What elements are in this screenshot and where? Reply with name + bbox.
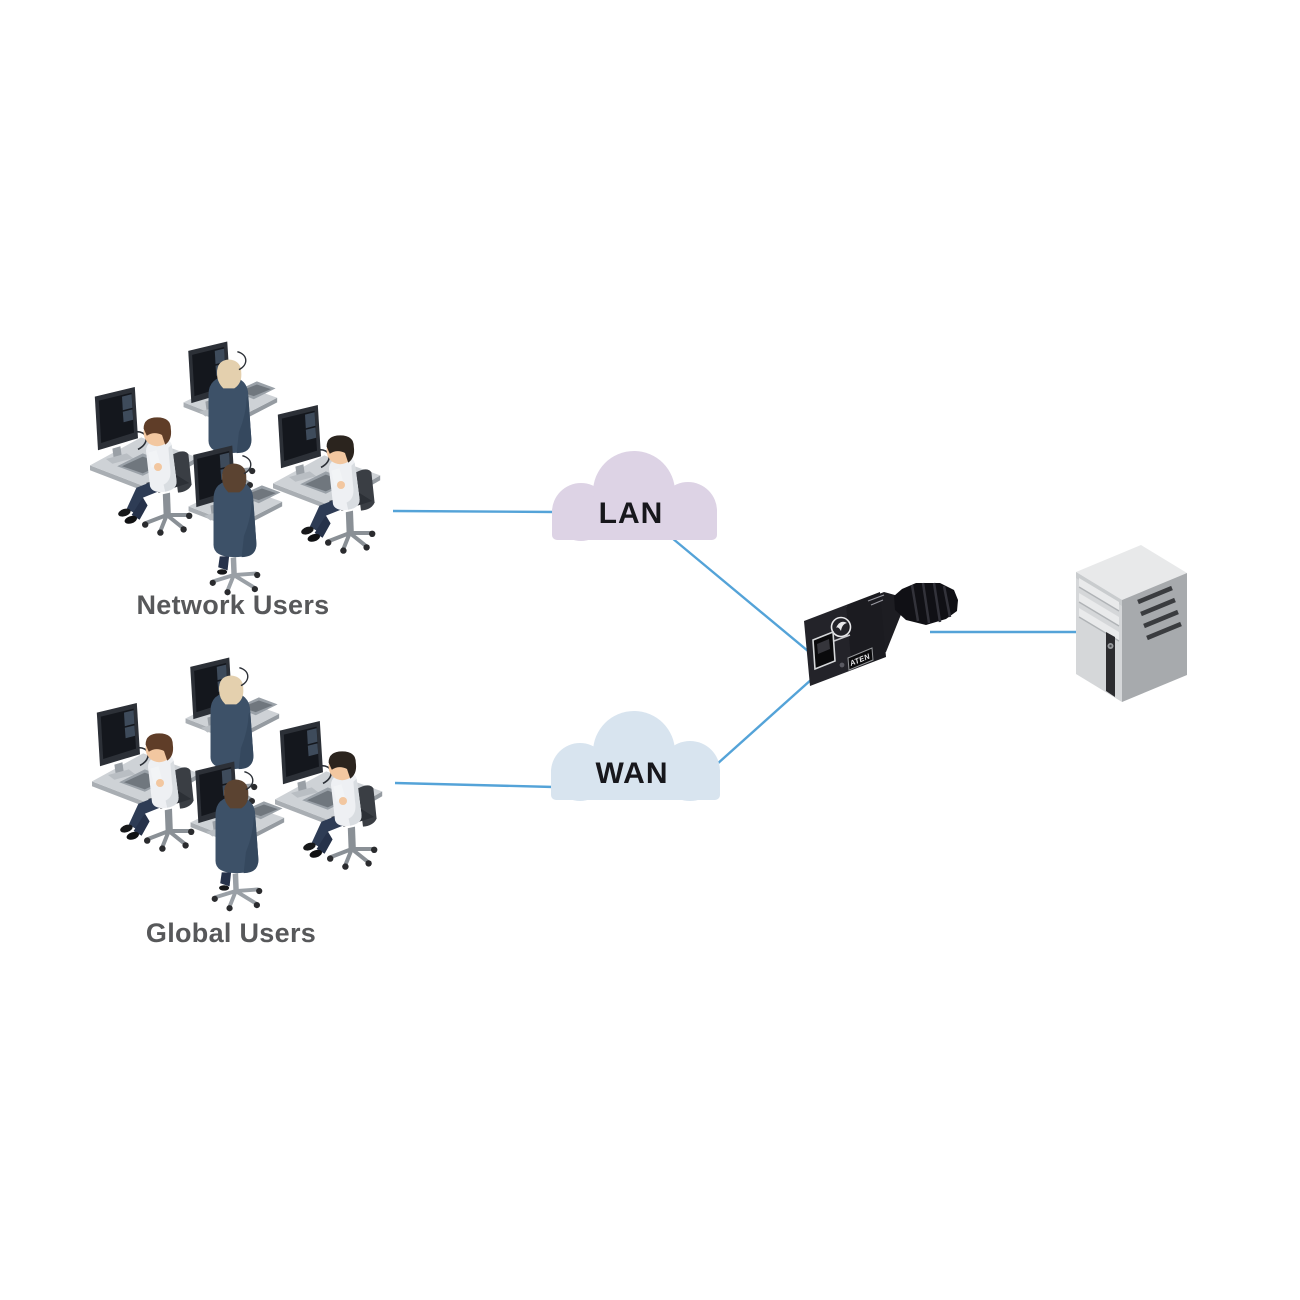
workstation-side-user-1 (90, 387, 197, 536)
server-side-face (1122, 573, 1187, 702)
link-global-users-to-wan (394, 781, 555, 789)
workstation-side-user-4 (275, 721, 382, 870)
link-network-users-to-lan (392, 509, 557, 514)
workstation-back-user-4 (188, 759, 287, 914)
device-cable-boot (894, 582, 958, 625)
lan-cloud-label: LAN (599, 497, 664, 530)
workstation-side-user-2 (273, 405, 380, 554)
network-users-cluster (90, 339, 380, 598)
server-tower (1076, 545, 1187, 702)
link-lan-to-device (671, 537, 821, 662)
workstation-side-user-3 (92, 703, 199, 852)
workstation-back-user-2 (186, 443, 285, 598)
kvm-device: ATEN (804, 582, 958, 686)
device-top-print (867, 594, 885, 606)
server-top-face (1076, 545, 1187, 600)
device-side-face (846, 592, 886, 670)
device-top-face (804, 592, 880, 621)
network-users-label: Network Users (137, 590, 330, 620)
wan-cloud (551, 711, 720, 801)
link-wan-to-device (715, 669, 823, 766)
side-vents (1137, 585, 1182, 641)
global-users-cluster (92, 655, 382, 914)
rj45-port (812, 630, 836, 671)
connection-lines (392, 509, 1080, 789)
wan-cloud-label: WAN (596, 757, 669, 790)
aten-logo (830, 616, 852, 642)
lan-cloud (552, 451, 717, 541)
front-panel-strip (1106, 632, 1115, 697)
led-hole (839, 662, 845, 668)
global-users-label: Global Users (146, 918, 316, 948)
